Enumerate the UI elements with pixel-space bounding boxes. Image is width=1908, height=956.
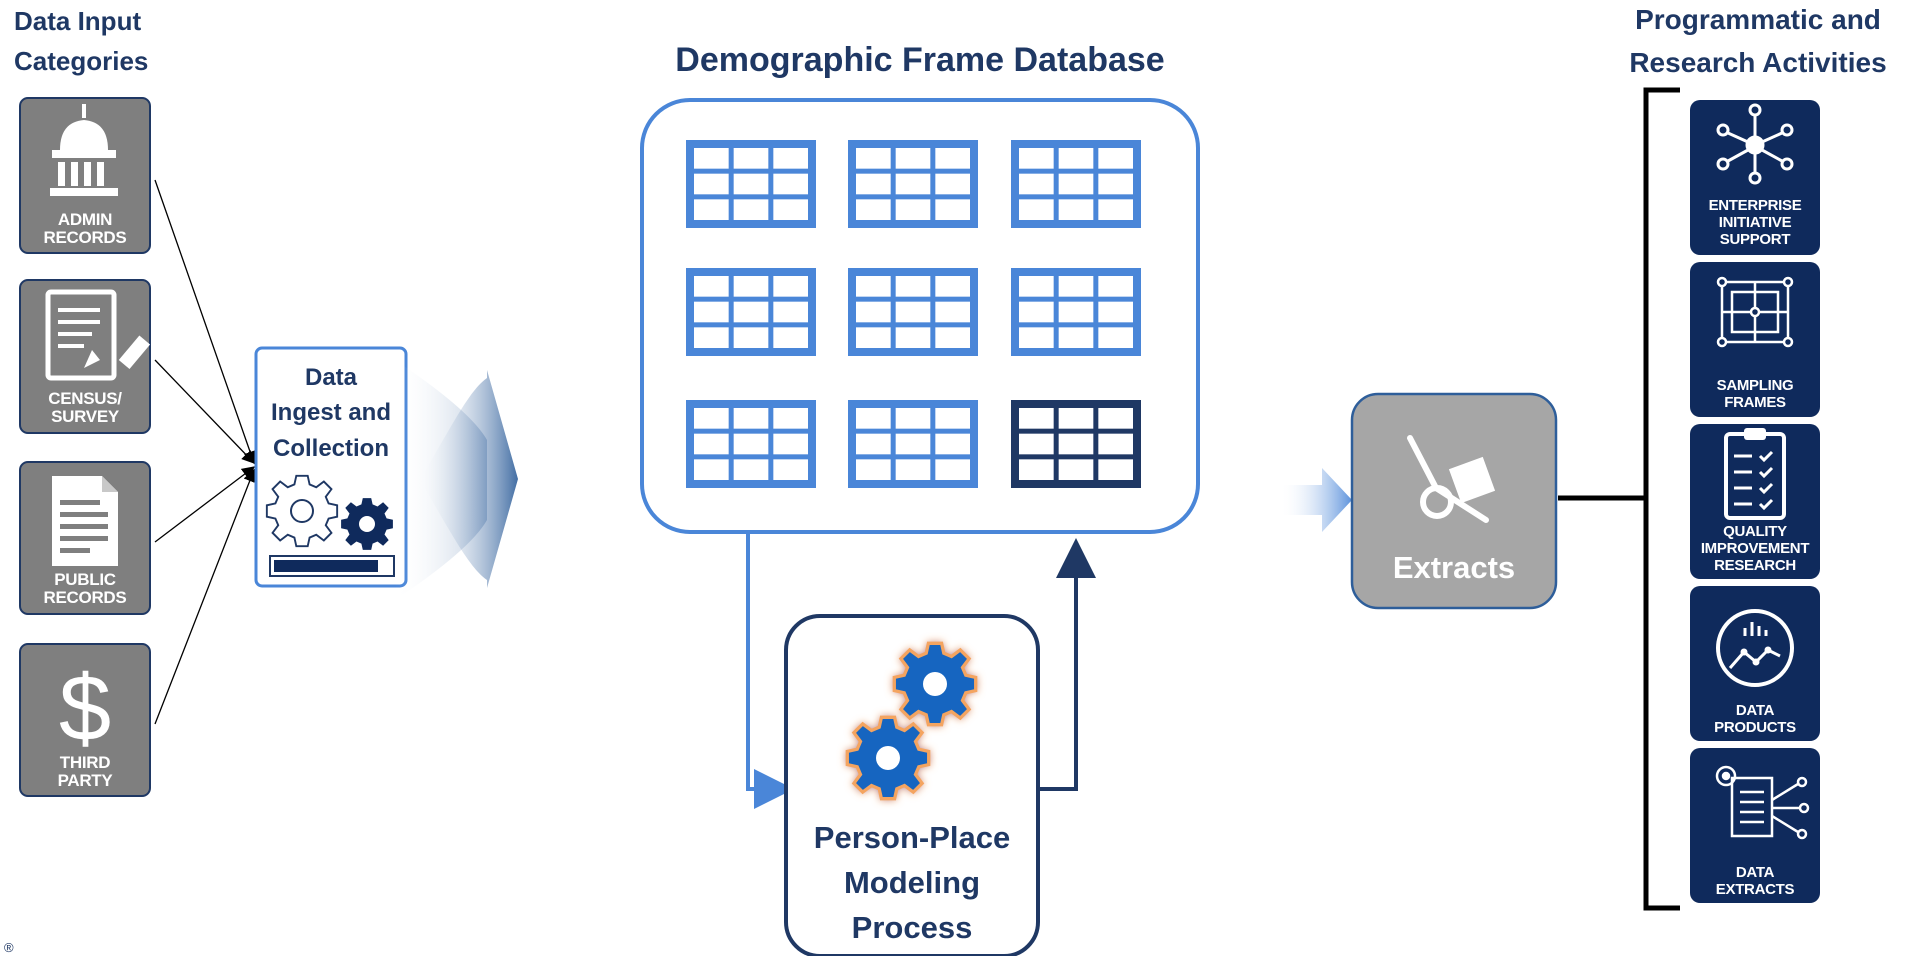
- grid-nodes-icon: [1716, 276, 1794, 348]
- svg-text:Research Activities: Research Activities: [1629, 47, 1886, 78]
- modeling-to-database-arrow: [1040, 538, 1096, 791]
- input-tile-public-records: PUBLIC RECORDS: [19, 461, 151, 615]
- hand-truck-icon: [1407, 435, 1496, 523]
- database-table: [1011, 268, 1141, 356]
- svg-text:SUPPORT: SUPPORT: [1720, 231, 1791, 248]
- data-ingest-box: Data Ingest and Collection: [254, 346, 408, 588]
- input-categories-header: Data Input Categories: [14, 6, 148, 76]
- network-hub-icon: [1716, 103, 1794, 185]
- database-table: [848, 400, 978, 488]
- dollar-sign-icon: $: [59, 655, 111, 760]
- svg-text:Extracts: Extracts: [1393, 550, 1515, 585]
- svg-text:PRODUCTS: PRODUCTS: [1714, 719, 1796, 736]
- capitol-building-icon: [50, 104, 118, 196]
- svg-text:RECORDS: RECORDS: [44, 228, 127, 247]
- database-table: [686, 400, 816, 488]
- database-table-highlighted: [1011, 400, 1141, 488]
- svg-text:PARTY: PARTY: [58, 771, 114, 790]
- svg-text:INITIATIVE: INITIATIVE: [1719, 214, 1792, 231]
- svg-text:SURVEY: SURVEY: [51, 407, 120, 426]
- checklist-clipboard-icon: [1724, 428, 1786, 520]
- gears-icon: [265, 474, 393, 550]
- svg-text:ENTERPRISE: ENTERPRISE: [1709, 197, 1802, 214]
- svg-text:Categories: Categories: [14, 46, 148, 76]
- database-header: Demographic Frame Database: [675, 41, 1164, 79]
- svg-text:RESEARCH: RESEARCH: [1714, 557, 1796, 574]
- survey-form-pencil-icon: [45, 289, 151, 381]
- chart-circle-icon: [1716, 609, 1794, 687]
- svg-text:EXTRACTS: EXTRACTS: [1716, 881, 1795, 898]
- svg-text:DATA: DATA: [1736, 864, 1775, 881]
- svg-text:Process: Process: [852, 910, 973, 945]
- svg-text:PUBLIC: PUBLIC: [54, 570, 116, 589]
- svg-text:QUALITY: QUALITY: [1723, 523, 1787, 540]
- database-table: [848, 268, 978, 356]
- svg-text:RECORDS: RECORDS: [44, 588, 127, 607]
- activity-tile-data-extracts: DATA EXTRACTS: [1690, 748, 1820, 903]
- input-tile-census-survey: CENSUS/ SURVEY: [19, 279, 151, 434]
- activity-tile-sampling-frames: SAMPLING FRAMES: [1690, 262, 1820, 417]
- svg-text:ADMIN: ADMIN: [58, 210, 112, 229]
- svg-text:IMPROVEMENT: IMPROVEMENT: [1701, 540, 1810, 557]
- input-tile-third-party: $ THIRD PARTY: [19, 643, 151, 797]
- svg-text:DATA: DATA: [1736, 702, 1775, 719]
- document-gear-icon: [1715, 765, 1810, 840]
- database-table: [1011, 140, 1141, 228]
- document-icon: [52, 476, 118, 566]
- flow-arrow-to-extracts: [1280, 468, 1352, 532]
- activities-header: Programmatic and Research Activities: [1629, 4, 1886, 78]
- svg-text:Data: Data: [305, 364, 358, 391]
- activity-tile-enterprise-initiative: ENTERPRISE INITIATIVE SUPPORT: [1690, 100, 1820, 255]
- database-table-grid: [686, 140, 1141, 488]
- database-table: [686, 268, 816, 356]
- svg-text:Programmatic and: Programmatic and: [1635, 4, 1881, 35]
- flow-arrow-to-database: [395, 360, 518, 600]
- svg-text:THIRD: THIRD: [60, 753, 110, 772]
- svg-text:Modeling: Modeling: [844, 865, 980, 900]
- input-connector-lines: [154, 179, 257, 725]
- gears-icon: [845, 641, 978, 801]
- svg-text:Person-Place: Person-Place: [814, 820, 1010, 855]
- extracts-box: Extracts: [1350, 392, 1558, 610]
- svg-text:CENSUS/: CENSUS/: [48, 389, 122, 408]
- svg-text:FRAMES: FRAMES: [1724, 394, 1786, 411]
- database-to-modeling-arrow: [746, 534, 794, 809]
- database-table: [686, 140, 816, 228]
- registered-mark: ®: [4, 940, 14, 955]
- database-table: [848, 140, 978, 228]
- svg-text:Ingest and: Ingest and: [271, 399, 391, 426]
- activities-bracket: [1558, 87, 1680, 911]
- svg-text:SAMPLING: SAMPLING: [1717, 377, 1794, 394]
- person-place-modeling-box: Person-Place Modeling Process: [784, 614, 1040, 956]
- svg-text:Data Input: Data Input: [14, 6, 141, 36]
- activity-tile-quality-improvement: QUALITY IMPROVEMENT RESEARCH: [1690, 424, 1820, 579]
- activity-tile-data-products: DATA PRODUCTS: [1690, 586, 1820, 741]
- svg-text:Collection: Collection: [273, 435, 389, 462]
- input-tile-admin-records: ADMIN RECORDS: [19, 97, 151, 254]
